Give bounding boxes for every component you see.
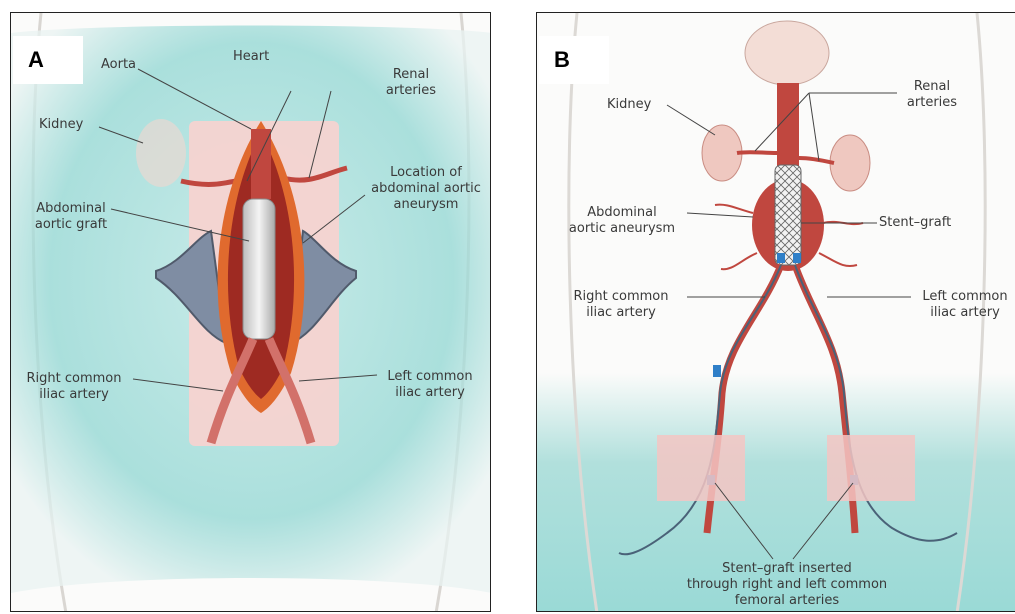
label-left-common-iliac: Left common iliac artery — [375, 369, 485, 401]
heart — [745, 21, 829, 85]
label-stent-graft: Stent–graft — [879, 215, 951, 231]
label-left-iliac-line1: Left common — [913, 289, 1015, 305]
groin-window-right — [657, 435, 745, 501]
label-inserted-line3: femoral arteries — [657, 593, 917, 609]
label-right-common-iliac: Right common iliac artery — [19, 371, 129, 403]
right-kidney — [136, 119, 186, 187]
label-heart: Heart — [233, 49, 269, 65]
label-left-iliac-line2: iliac artery — [913, 305, 1015, 321]
panel-letter: B — [539, 36, 609, 84]
renal-artery-right — [737, 152, 777, 153]
label-graft-line1: Abdominal — [23, 201, 119, 217]
label-left-common-iliac: Left common iliac artery — [913, 289, 1015, 321]
groin-window-left — [827, 435, 915, 501]
left-kidney — [830, 135, 870, 191]
label-right-iliac-line2: iliac artery — [19, 387, 129, 403]
label-aorta: Aorta — [101, 57, 136, 73]
open-repair-illustration — [11, 13, 491, 612]
label-kidney: Kidney — [607, 97, 651, 113]
label-graft-line2: aortic graft — [23, 217, 119, 233]
aortic-graft — [243, 199, 275, 339]
label-aneurysm-line2: aortic aneurysm — [557, 221, 687, 237]
label-renal-line1: Renal — [381, 67, 441, 83]
label-renal-arteries: Renal arteries — [381, 67, 441, 99]
right-kidney — [702, 125, 742, 181]
panel-letter: A — [13, 36, 83, 84]
label-aortic-graft: Abdominal aortic graft — [23, 201, 119, 233]
stent-marker-top — [777, 253, 785, 263]
panel-b-endovascular-repair: B Kidney Renal arteries Abdominal aortic… — [536, 12, 1015, 612]
label-right-common-iliac: Right common iliac artery — [557, 289, 685, 321]
label-inserted-line1: Stent–graft inserted — [657, 561, 917, 577]
stent-marker-top-right — [793, 253, 801, 263]
label-location-line1: Location of — [361, 165, 491, 181]
label-location-line2: abdominal aortic — [361, 181, 491, 197]
label-abdominal-aortic-aneurysm: Abdominal aortic aneurysm — [557, 205, 687, 237]
panel-a-open-repair: A Heart Aorta Renal arteries Kidney Loca… — [10, 12, 491, 612]
label-renal-line2: arteries — [381, 83, 441, 99]
label-aneurysm-location: Location of abdominal aortic aneurysm — [361, 165, 491, 213]
label-right-iliac-line2: iliac artery — [557, 305, 685, 321]
label-left-iliac-line1: Left common — [375, 369, 485, 385]
label-kidney: Kidney — [39, 117, 83, 133]
label-right-iliac-line1: Right common — [557, 289, 685, 305]
label-renal-line1: Renal — [897, 79, 967, 95]
label-aneurysm-line1: Abdominal — [557, 205, 687, 221]
label-renal-line2: arteries — [897, 95, 967, 111]
label-location-line3: aneurysm — [361, 197, 491, 213]
label-renal-arteries: Renal arteries — [897, 79, 967, 111]
aorta — [251, 129, 271, 199]
label-right-iliac-line1: Right common — [19, 371, 129, 387]
label-stent-graft-inserted: Stent–graft inserted through right and l… — [657, 561, 917, 609]
label-left-iliac-line2: iliac artery — [375, 385, 485, 401]
label-inserted-line2: through right and left common — [657, 577, 917, 593]
stent-marker-right-iliac — [713, 365, 721, 377]
